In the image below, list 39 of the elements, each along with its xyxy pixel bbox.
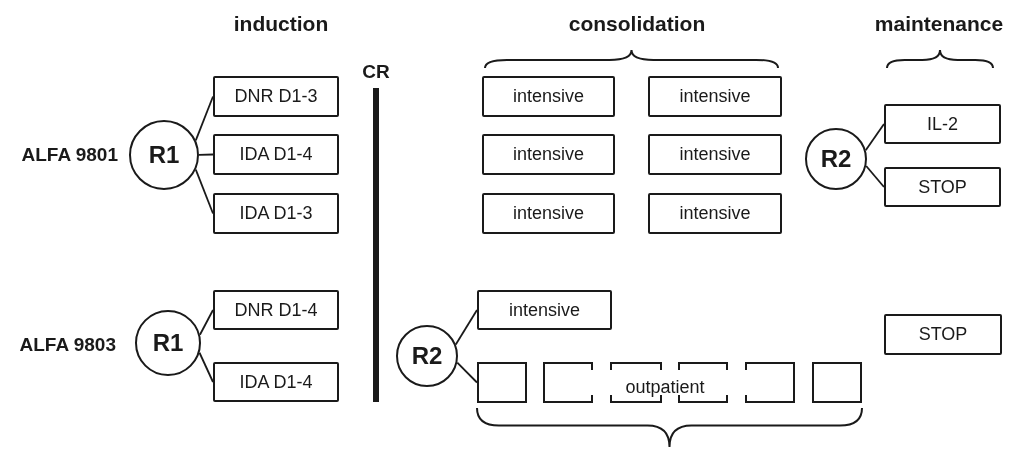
- treatment-box: STOP: [884, 314, 1002, 355]
- randomization-circle: R1: [135, 310, 201, 376]
- treatment-box: intensive: [482, 134, 615, 175]
- treatment-box: IDA D1-4: [213, 134, 339, 175]
- connector-line: [454, 309, 478, 346]
- treatment-box: intensive: [477, 290, 612, 330]
- group-label: outpatient: [625, 376, 705, 398]
- treatment-box: IL-2: [884, 104, 1001, 144]
- treatment-box: STOP: [884, 167, 1001, 207]
- randomization-circle: R2: [396, 325, 458, 387]
- connector-line: [199, 309, 214, 336]
- phase-heading: consolidation: [568, 11, 706, 37]
- treatment-box: intensive: [648, 134, 782, 175]
- treatment-box: IDA D1-3: [213, 193, 339, 234]
- connector-line: [194, 95, 214, 142]
- cycle-box: [543, 362, 593, 403]
- connector-line: [864, 123, 885, 152]
- timepoint-label: CR: [362, 61, 390, 83]
- connector-line: [456, 361, 478, 384]
- randomization-circle: R2: [805, 128, 867, 190]
- connector-line: [198, 153, 214, 156]
- randomization-circle: R1: [129, 120, 199, 190]
- treatment-box: intensive: [648, 193, 782, 234]
- study-label: ALFA 9801: [21, 144, 118, 166]
- treatment-box: DNR D1-4: [213, 290, 339, 330]
- cycle-box: [812, 362, 862, 403]
- cycle-box: [745, 362, 795, 403]
- phase-heading: induction: [233, 11, 329, 37]
- connector-line: [198, 351, 214, 383]
- treatment-box: IDA D1-4: [213, 362, 339, 402]
- treatment-box: DNR D1-3: [213, 76, 339, 117]
- cycle-box: [477, 362, 527, 403]
- phase-heading: maintenance: [874, 11, 1004, 37]
- connector-line: [865, 165, 885, 188]
- treatment-box: intensive: [648, 76, 782, 117]
- study-label: ALFA 9803: [19, 334, 116, 356]
- treatment-box: intensive: [482, 193, 615, 234]
- connector-line: [194, 168, 214, 215]
- treatment-box: intensive: [482, 76, 615, 117]
